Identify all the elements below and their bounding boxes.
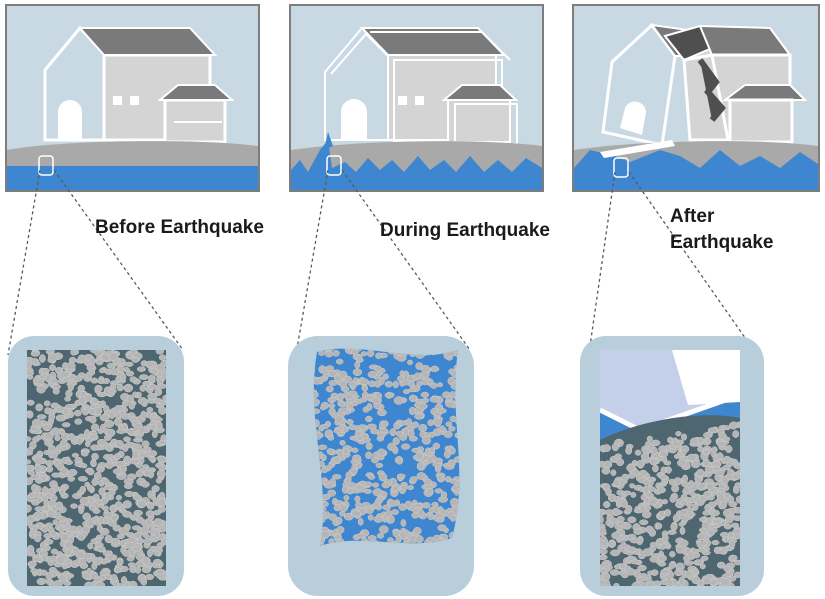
sand-boil-during xyxy=(324,132,333,150)
soil-panel-after xyxy=(580,336,764,596)
house-before xyxy=(43,25,235,144)
label-after-earthquake-line2: Earthquake xyxy=(670,232,773,253)
soil-grains-before xyxy=(27,350,166,586)
label-before-earthquake: Before Earthquake xyxy=(95,217,264,238)
water-during xyxy=(291,140,542,190)
sample-marker-after xyxy=(613,157,629,178)
soil-panel-before xyxy=(8,336,184,596)
water-before xyxy=(7,166,258,190)
scene-after xyxy=(572,4,820,192)
tilted-slab-after xyxy=(600,140,675,158)
scene-during xyxy=(289,4,544,192)
sample-marker-during xyxy=(326,155,342,176)
house-during xyxy=(324,26,519,145)
sample-marker-before xyxy=(38,155,54,176)
label-during-earthquake: During Earthquake xyxy=(380,220,550,241)
label-after-earthquake-line1: After xyxy=(670,206,715,227)
ground-during xyxy=(291,141,542,172)
water-after xyxy=(574,150,818,190)
house-after xyxy=(601,22,808,147)
ground-before xyxy=(7,141,258,168)
scene-before xyxy=(5,4,260,192)
soil-panel-during xyxy=(288,336,474,596)
soil-grains-after xyxy=(600,421,740,586)
zoom-connectors xyxy=(7,169,756,361)
